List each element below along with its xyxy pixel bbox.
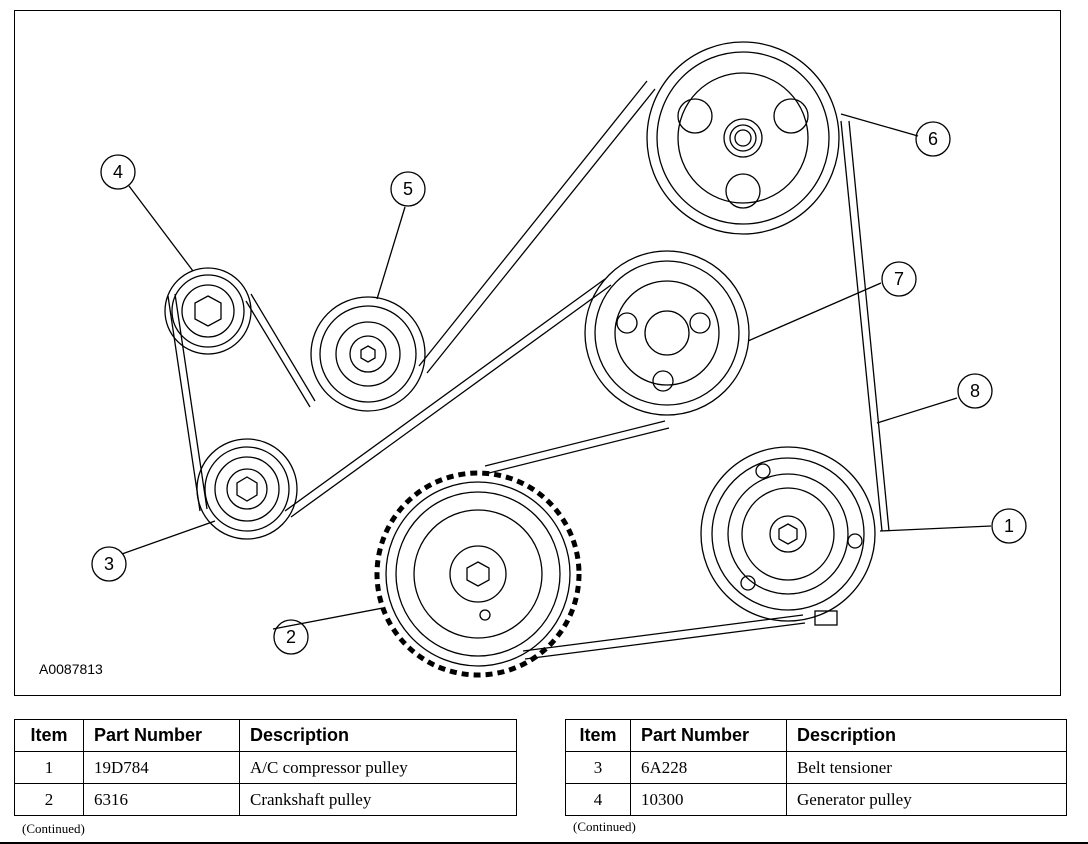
callout-circle-5: [390, 171, 426, 207]
callout-circle-6: [915, 121, 951, 157]
table-row: 3 6A228 Belt tensioner: [565, 751, 1067, 784]
table-row: 2 6316 Crankshaft pulley: [14, 783, 517, 816]
cell-part-number: 19D784: [83, 751, 240, 784]
cell-description: Generator pulley: [786, 783, 1067, 816]
table-header-row: Item Part Number Description: [14, 719, 517, 752]
parts-table-right: Item Part Number Description 3 6A228 Bel…: [565, 719, 1067, 816]
cell-part-number: 6316: [83, 783, 240, 816]
header-item: Item: [14, 719, 84, 752]
callout-label-7: 7: [894, 269, 904, 289]
cell-item: 4: [565, 783, 631, 816]
callout-circle-3: [91, 546, 127, 582]
leader-lines: [121, 113, 992, 630]
callout-label-8: 8: [970, 381, 980, 401]
callout-label-4: 4: [113, 162, 123, 182]
callout-circle-4: [100, 154, 136, 190]
cell-part-number: 6A228: [630, 751, 787, 784]
table-row: 1 19D784 A/C compressor pulley: [14, 751, 517, 784]
callout-label-1: 1: [1004, 516, 1014, 536]
pulley-6: [646, 41, 840, 235]
callout-circle-2: [273, 619, 309, 655]
drive-belt: [167, 80, 890, 660]
callout-circle-8: [957, 373, 993, 409]
header-part-number: Part Number: [83, 719, 240, 752]
pulley-7: [584, 250, 750, 416]
continued-note-left: (Continued): [22, 821, 85, 836]
header-item: Item: [565, 719, 631, 752]
callout-label-6: 6: [928, 129, 938, 149]
belt-routing-diagram: 1 2 3 4 5 6 7 8 A0087813: [14, 10, 1061, 696]
callout-circle-7: [881, 261, 917, 297]
callout-label-2: 2: [286, 627, 296, 647]
pulley-1: [700, 446, 876, 626]
cell-description: Belt tensioner: [786, 751, 1067, 784]
continued-note-right: (Continued): [573, 819, 636, 834]
header-part-number: Part Number: [630, 719, 787, 752]
diagram-canvas: 1 2 3 4 5 6 7 8: [91, 41, 1027, 678]
callout-label-5: 5: [403, 179, 413, 199]
cell-description: A/C compressor pulley: [239, 751, 517, 784]
table-header-row: Item Part Number Description: [565, 719, 1067, 752]
cell-item: 1: [14, 751, 84, 784]
cell-description: Crankshaft pulley: [239, 783, 517, 816]
pulley-4: [164, 267, 252, 355]
cell-item: 3: [565, 751, 631, 784]
cell-item: 2: [14, 783, 84, 816]
callout-circle-1: [991, 508, 1027, 544]
header-description: Description: [786, 719, 1067, 752]
pulley-3: [196, 438, 298, 540]
pulley-5: [310, 296, 426, 412]
table-row: 4 10300 Generator pulley: [565, 783, 1067, 816]
bottom-rule: [0, 842, 1088, 844]
header-description: Description: [239, 719, 517, 752]
cell-part-number: 10300: [630, 783, 787, 816]
parts-table-left: Item Part Number Description 1 19D784 A/…: [14, 719, 517, 816]
pulley-2: [374, 470, 582, 678]
figure-id: A0087813: [39, 661, 103, 677]
callout-label-3: 3: [104, 554, 114, 574]
